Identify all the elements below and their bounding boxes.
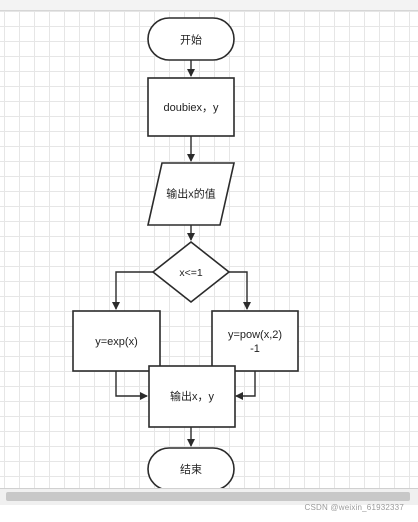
top-toolbar bbox=[0, 0, 418, 11]
condition-label: x<=1 bbox=[179, 267, 203, 279]
output-node: 输出x，y bbox=[148, 365, 236, 428]
condition-node: x<=1 bbox=[151, 240, 231, 304]
edge-left-to-output bbox=[115, 371, 148, 400]
start-node: 开始 bbox=[147, 17, 235, 61]
horizontal-scrollbar[interactable] bbox=[0, 488, 418, 505]
input-node: 输出x的值 bbox=[146, 162, 236, 226]
declare-label: doubiex，y bbox=[163, 102, 219, 114]
scrollbar-thumb[interactable] bbox=[6, 492, 410, 501]
end-node: 结束 bbox=[147, 447, 235, 491]
output-label: 输出x，y bbox=[170, 389, 214, 403]
edge-condition-to-left bbox=[112, 271, 153, 310]
end-label: 结束 bbox=[180, 463, 202, 476]
watermark-text: CSDN @weixin_61932337 bbox=[304, 503, 404, 512]
flowchart: 开始 doubiex，y 输出x的值 x<=1 y=exp(x) y=pow(x… bbox=[72, 17, 299, 491]
right-branch-label-line2: -1 bbox=[250, 343, 260, 355]
diagram-canvas: 开始 doubiex，y 输出x的值 x<=1 y=exp(x) y=pow(x… bbox=[0, 11, 418, 491]
declare-node: doubiex，y bbox=[147, 77, 235, 137]
footer-strip bbox=[0, 505, 418, 522]
edge-condition-to-right bbox=[229, 271, 251, 310]
input-label: 输出x的值 bbox=[166, 187, 216, 201]
left-branch-label: y=exp(x) bbox=[95, 336, 138, 348]
right-branch-node: y=pow(x,2) -1 bbox=[211, 310, 299, 372]
start-label: 开始 bbox=[180, 33, 202, 47]
edge-right-to-output bbox=[235, 371, 256, 400]
right-branch-label-line1: y=pow(x,2) bbox=[228, 329, 282, 341]
left-branch-node: y=exp(x) bbox=[72, 310, 161, 372]
